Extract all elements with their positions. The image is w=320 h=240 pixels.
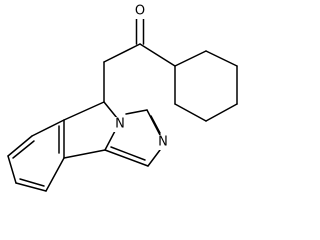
bond [205,103,238,122]
cyclohexane-ring [174,50,238,122]
pyrrolic-nitrogen-label: N [115,117,125,132]
bond [7,155,17,184]
bond [174,50,207,67]
bond [7,135,33,157]
imidazole-nitrogen-label: N [158,135,168,150]
bond [63,149,106,159]
bond [139,43,176,67]
fused-five-ring [63,101,118,159]
aromatic-inner-bond [19,178,45,187]
imidazole-inner-bond [150,115,161,134]
bond [45,157,65,192]
pyrrolic-nitrogen-atom: N [113,117,127,132]
bond [63,101,105,121]
bond [15,182,47,192]
bond [147,149,161,167]
imidazole-nitrogen-atom: N [156,135,170,150]
bond [125,109,148,115]
aromatic-inner-bond [12,140,35,159]
bond [146,109,161,136]
molecule-structure: O N N [7,4,238,192]
oxygen-label: O [135,4,145,19]
ketone-linker [103,18,176,103]
benzene-ring [7,119,65,192]
imidazole-ring [104,109,161,167]
imidazole-inner-bond [110,146,146,161]
bond [31,119,65,137]
bond [104,149,149,167]
bond [103,101,118,119]
bond [103,43,141,63]
bond [205,50,238,67]
oxygen-atom: O [133,4,147,19]
bond [104,130,116,151]
bond [174,103,207,122]
